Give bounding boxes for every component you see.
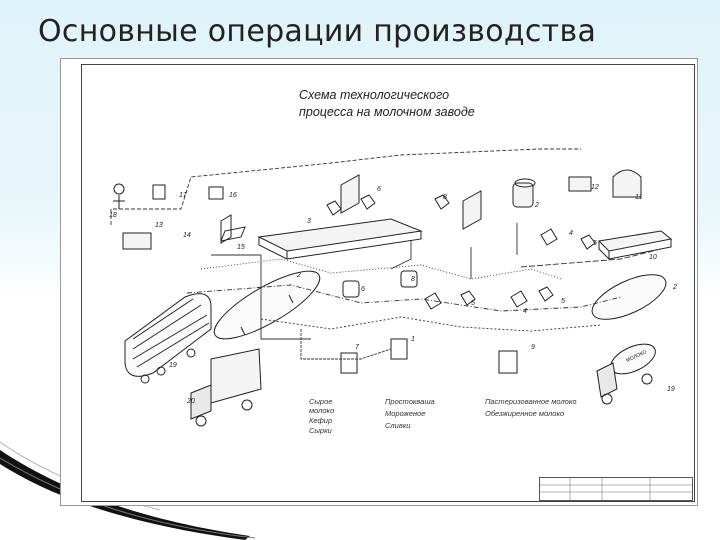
legend-morozhenoe: Мороженое xyxy=(385,409,426,418)
legend-pasteurized: Пастеризованное молоко xyxy=(485,397,577,406)
label-18: 18 xyxy=(109,212,117,219)
label-3: 3 xyxy=(307,218,311,225)
legend-skim: Обезжиренное молоко xyxy=(485,409,565,418)
storage-tank-2 xyxy=(213,270,321,340)
legend-prostokvasha: Простокваша xyxy=(385,397,435,406)
legend-kefir: Кефир xyxy=(309,416,333,425)
label-11: 11 xyxy=(635,194,642,201)
label-5c: 5 xyxy=(471,300,475,307)
truck-20 xyxy=(190,348,262,427)
diagram-title-line2: процесса на молочном заводе xyxy=(299,105,475,119)
packing-line-left xyxy=(113,183,246,250)
label-15: 15 xyxy=(237,244,245,251)
label-4b: 4 xyxy=(523,308,527,315)
label-6b: 6 xyxy=(361,286,365,293)
label-2b: 2 xyxy=(534,202,539,209)
unit-12 xyxy=(568,169,642,198)
milk-truck-19 xyxy=(596,343,656,405)
diagram-title: Схема технологического процесса на молоч… xyxy=(299,87,539,121)
label-13: 13 xyxy=(155,222,163,229)
diagram-image: Схема технологического процесса на молоч… xyxy=(60,58,698,506)
label-14: 14 xyxy=(183,232,191,239)
label-19: 19 xyxy=(169,362,177,369)
slide-title: Основные операции производства xyxy=(38,14,597,49)
legend-slivki: Сливки xyxy=(385,421,411,430)
label-8b: 8 xyxy=(411,276,415,283)
label-7: 7 xyxy=(355,344,360,351)
legend-syrki: Сырки xyxy=(309,426,332,435)
drawing-border xyxy=(81,64,695,502)
platform xyxy=(257,218,423,252)
process-schematic: 18 17 16 13 14 15 3 6 2 19 20 8 2 12 11 … xyxy=(109,148,677,427)
label-4: 4 xyxy=(569,230,573,237)
separators xyxy=(326,194,596,310)
label-1: 1 xyxy=(411,336,415,343)
label-20: 20 xyxy=(186,398,195,405)
label-2c: 2 xyxy=(672,284,677,291)
legend: Сырое молоко Кефир Сырки Простокваша Мор… xyxy=(309,397,639,449)
label-9: 9 xyxy=(531,344,535,351)
label-2: 2 xyxy=(296,272,301,279)
label-5: 5 xyxy=(593,240,597,247)
label-6: 6 xyxy=(377,186,381,193)
stamp-grid xyxy=(540,478,692,500)
right-platform xyxy=(597,230,673,252)
label-5b: 5 xyxy=(561,298,565,305)
legend-raw-milk-2: молоко xyxy=(309,406,335,415)
label-10: 10 xyxy=(649,254,657,261)
label-12: 12 xyxy=(591,184,599,191)
diagram-title-line1: Схема технологического xyxy=(299,88,450,102)
label-17: 17 xyxy=(179,192,188,199)
title-block-stamp xyxy=(539,477,693,501)
label-8: 8 xyxy=(443,194,447,201)
vats xyxy=(340,178,536,374)
legend-raw-milk-1: Сырое xyxy=(309,397,333,406)
storage-tank-2-right xyxy=(591,274,667,320)
label-19b: 19 xyxy=(667,386,675,393)
tank-car-left xyxy=(124,293,212,384)
label-16: 16 xyxy=(229,192,237,199)
coolers xyxy=(220,174,482,244)
